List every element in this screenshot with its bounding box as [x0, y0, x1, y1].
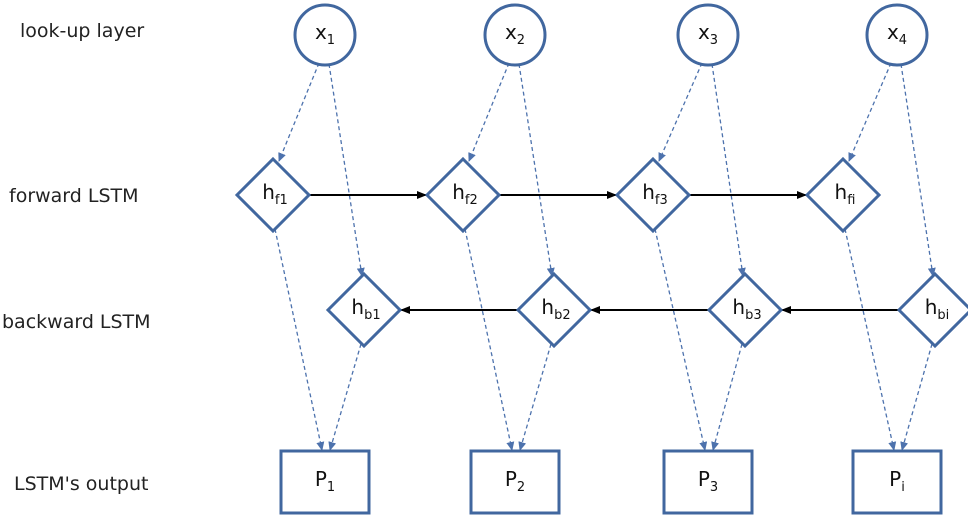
forward-node-label: hfi — [835, 180, 856, 208]
backward-node-label: hb1 — [351, 295, 380, 323]
forward-node-diamond — [234, 156, 312, 234]
edge-backward-to-output — [900, 343, 933, 451]
edge-input-to-forward — [848, 62, 892, 162]
forward-node-diamond — [804, 156, 882, 234]
output-node-subscript: i — [901, 480, 905, 495]
input-node-circle — [676, 3, 740, 67]
forward-node-symbol: h — [642, 180, 655, 204]
backward-node-diamond — [896, 271, 968, 349]
edges — [274, 62, 936, 451]
input-node-label: x3 — [698, 20, 718, 48]
output-node-label: P1 — [315, 467, 335, 495]
input-node-subscript: 3 — [710, 33, 718, 48]
input-node-subscript: 1 — [327, 33, 335, 48]
output-node-subscript: 2 — [517, 480, 525, 495]
backward-node-label: hb2 — [541, 295, 570, 323]
backward-node-label: hbi — [925, 295, 950, 323]
edge-input-to-backward — [328, 63, 365, 277]
output-node-label: P2 — [505, 467, 525, 495]
backward-node-symbol: h — [541, 295, 554, 319]
output-node-subscript: 1 — [327, 480, 335, 495]
forward-node-symbol: h — [835, 180, 848, 204]
input-node-symbol: x — [315, 20, 327, 44]
backward-node-symbol: h — [732, 295, 745, 319]
forward-node-label: hf2 — [452, 180, 478, 208]
output-box — [469, 449, 561, 515]
edge-backward-to-output — [518, 343, 552, 451]
output-node-subscript: 3 — [710, 480, 718, 495]
label-forward-lstm: forward LSTM — [9, 185, 139, 207]
backward-node-diamond — [515, 271, 593, 349]
forward-node-label: hf3 — [642, 180, 668, 208]
forward-node-diamond — [614, 156, 692, 234]
forward-node-subscript: fi — [847, 193, 855, 208]
edge-forward-to-output — [274, 228, 325, 451]
output-box — [851, 449, 943, 515]
edge-backward-to-output — [328, 343, 362, 451]
forward-node-subscript: f1 — [275, 193, 288, 208]
input-node-symbol: x — [698, 20, 710, 44]
output-node-symbol: P — [505, 467, 517, 491]
backward-node-symbol: h — [925, 295, 938, 319]
output-node-symbol: P — [889, 467, 901, 491]
edge-forward-to-output — [654, 228, 708, 451]
edge-forward-to-output — [464, 228, 515, 451]
edge-input-to-forward — [468, 62, 510, 162]
edge-input-to-backward — [900, 63, 936, 277]
edge-input-to-forward — [278, 62, 320, 162]
forward-node-label: hf1 — [262, 180, 288, 208]
input-node-subscript: 2 — [517, 33, 525, 48]
input-node-circle — [865, 3, 929, 67]
label-lstm-output: LSTM's output — [14, 473, 148, 495]
backward-node-label: hb3 — [732, 295, 761, 323]
backward-node-subscript: b2 — [554, 308, 571, 323]
label-lookup-layer: look-up layer — [20, 20, 144, 42]
backward-node-subscript: b3 — [745, 308, 762, 323]
input-node-label: x2 — [505, 20, 525, 48]
input-node-subscript: 4 — [899, 33, 907, 48]
edge-input-to-forward — [658, 62, 703, 162]
forward-node-symbol: h — [262, 180, 275, 204]
edge-backward-to-output — [711, 343, 743, 451]
input-node-label: x4 — [887, 20, 907, 48]
forward-node-diamond — [424, 156, 502, 234]
forward-node-symbol: h — [452, 180, 465, 204]
edge-input-to-backward — [711, 63, 746, 277]
output-box — [662, 449, 754, 515]
forward-node-subscript: f2 — [465, 193, 478, 208]
output-node-symbol: P — [315, 467, 327, 491]
input-node-symbol: x — [505, 20, 517, 44]
forward-node-subscript: f3 — [655, 193, 668, 208]
backward-node-subscript: bi — [937, 308, 949, 323]
backward-node-diamond — [325, 271, 403, 349]
output-node-label: Pi — [889, 467, 905, 495]
input-node-symbol: x — [887, 20, 899, 44]
input-node-label: x1 — [315, 20, 335, 48]
output-box — [279, 449, 371, 515]
edge-input-to-backward — [518, 63, 555, 277]
output-node-label: P3 — [698, 467, 718, 495]
input-node-circle — [483, 3, 547, 67]
edge-forward-to-output — [844, 228, 897, 451]
label-backward-lstm: backward LSTM — [2, 311, 151, 333]
output-node-symbol: P — [698, 467, 710, 491]
input-node-circle — [293, 3, 357, 67]
backward-node-diamond — [706, 271, 784, 349]
backward-node-symbol: h — [351, 295, 364, 319]
backward-node-subscript: b1 — [364, 308, 381, 323]
